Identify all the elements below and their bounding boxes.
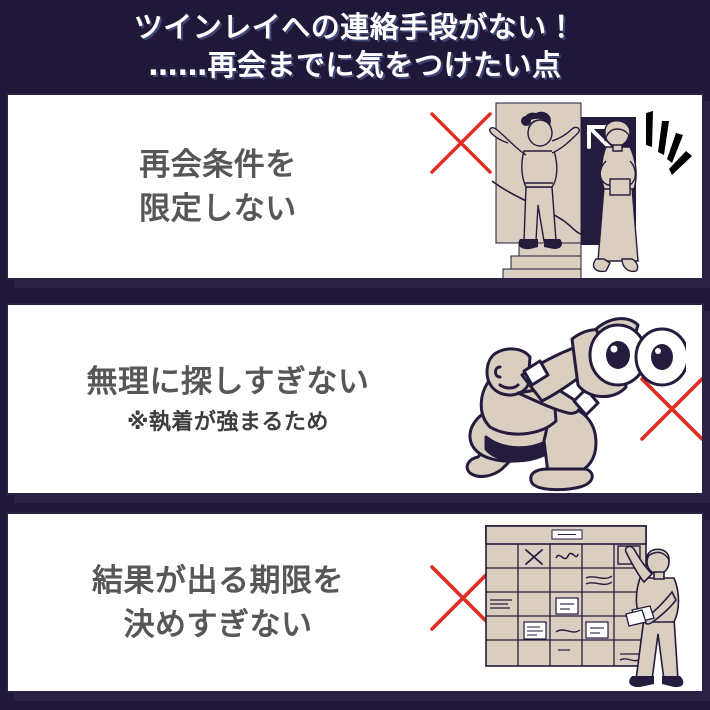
header-title-line-1: ツインレイへの連絡手段がない！ — [133, 10, 577, 44]
tip-card-2-subtitle: ※執着が強まるため — [127, 410, 329, 435]
header-banner: ツインレイへの連絡手段がない！ ……再会までに気をつけたい点 — [0, 0, 710, 92]
person-with-binoculars-illustration — [465, 317, 686, 492]
two-people-stairs-illustration — [489, 102, 692, 278]
tip-card-3-text-block: 結果が出る期限を 決めすぎない — [8, 514, 428, 691]
tip-card-3: 結果が出る期限を 決めすぎない — [6, 512, 704, 693]
person-at-calendar-board-illustration — [485, 525, 684, 688]
tip-card-2-title: 無理に探しすぎない — [86, 364, 370, 400]
tip-card-1-text-block: 再会条件を 限定しない — [8, 95, 428, 278]
tip-card-2: 無理に探しすぎない ※執着が強まるため — [6, 303, 704, 495]
tip-card-3-title: 結果が出る期限を 決めすぎない — [92, 562, 344, 643]
tip-card-1: 再会条件を 限定しない — [6, 93, 704, 280]
tip-card-2-text-block: 無理に探しすぎない ※執着が強まるため — [8, 305, 448, 493]
header-title-line-2: ……再会までに気をつけたい点 — [148, 48, 562, 82]
red-cross-icon-2 — [640, 377, 702, 441]
red-cross-icon-1 — [430, 112, 492, 174]
tip-card-1-title: 再会条件を 限定しない — [139, 146, 297, 227]
